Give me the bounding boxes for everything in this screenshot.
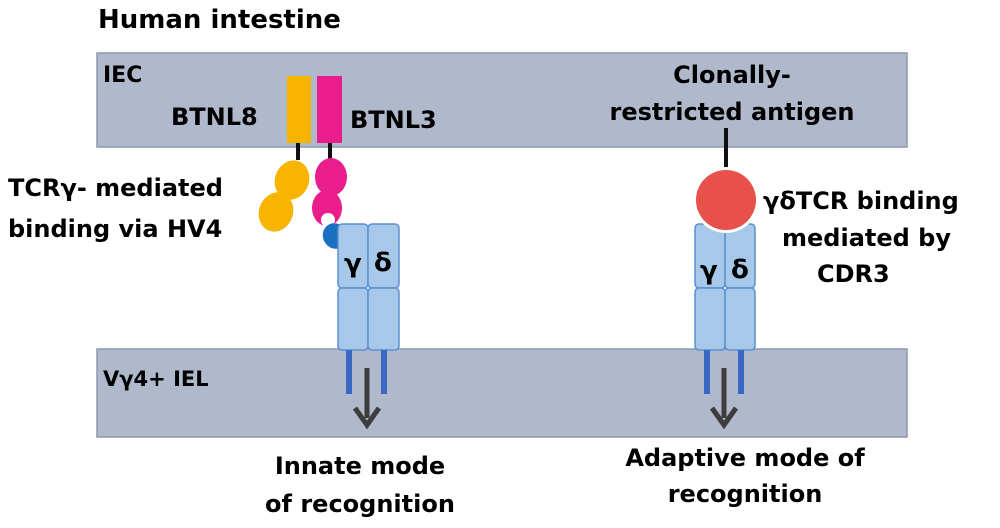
left-tail-delta: [381, 350, 387, 394]
right-tail-delta: [738, 350, 744, 394]
right-delta-label: δ: [731, 255, 749, 285]
left-gamma-label: γ: [344, 249, 362, 279]
btnl3-label: BTNL3: [350, 106, 437, 134]
btnl3-bar: [317, 76, 342, 143]
left-delta-label: δ: [374, 248, 392, 278]
tcr-binding-line2: binding via HV4: [8, 215, 222, 243]
antigen-line2: restricted antigen: [610, 98, 855, 126]
cdr3-line2: mediated by: [782, 224, 951, 252]
cdr3-line1: γδTCR binding: [763, 187, 959, 215]
btnl3-notch: [321, 213, 335, 227]
btnl8-bar: [287, 76, 311, 143]
adaptive-mode-line1: Adaptive mode of: [625, 444, 865, 472]
iel-membrane: [96, 348, 908, 438]
right-tcr-delta-lower: [724, 287, 756, 351]
innate-mode-line2: of recognition: [265, 490, 455, 518]
btnl3-domain-lower: [312, 190, 342, 226]
cdr3-antigen: [696, 170, 756, 230]
left-tail-gamma: [346, 350, 352, 394]
antigen-line1: Clonally-: [673, 61, 791, 89]
iec-label: IEC: [103, 63, 142, 88]
left-tcr-gamma-lower: [337, 287, 369, 351]
btnl3-domain-upper: [315, 158, 347, 196]
diagram-title: Human intestine: [98, 5, 341, 35]
iec-membrane: [96, 52, 908, 148]
btnl8-domain-upper: [274, 160, 310, 200]
left-tcr-delta-lower: [367, 287, 400, 351]
cdr3-line3: CDR3: [817, 260, 890, 288]
adaptive-mode-line2: recognition: [668, 480, 823, 508]
right-tail-gamma: [704, 350, 710, 394]
tcr-binding-line1: TCRγ- mediated: [8, 174, 223, 202]
btnl8-label: BTNL8: [171, 103, 258, 131]
iel-label: Vγ4+ IEL: [103, 367, 209, 391]
right-gamma-label: γ: [700, 256, 718, 286]
btnl8-domain-lower: [258, 192, 294, 232]
innate-mode-line1: Innate mode: [275, 452, 445, 480]
right-tcr-gamma-lower: [694, 287, 726, 351]
right-arrow-head: [709, 406, 739, 430]
left-arrow-head: [352, 406, 382, 430]
